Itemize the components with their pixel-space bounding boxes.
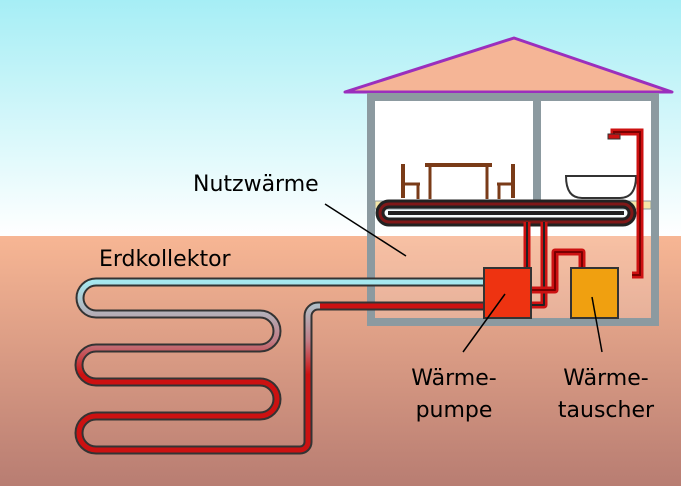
label-nutzwaerme: Nutzwärme xyxy=(193,172,319,197)
label-waermepumpe-line1: Wärme- xyxy=(411,366,496,391)
floor-heating-coil xyxy=(375,199,637,227)
label-waermetauscher-line1: Wärme- xyxy=(563,366,648,391)
roof xyxy=(343,36,674,94)
leader-nutzwaerme xyxy=(324,203,407,257)
leader-waermepumpe xyxy=(462,293,506,353)
ground-collector-fill xyxy=(76,279,484,453)
label-erdkollektor: Erdkollektor xyxy=(99,247,232,272)
label-waermetauscher-line2: tauscher xyxy=(558,398,655,423)
dining-furniture xyxy=(401,163,515,199)
heat-pump xyxy=(483,267,532,319)
label-waermepumpe-line2: pumpe xyxy=(416,398,493,423)
leader-waermetauscher xyxy=(591,296,603,353)
shower-head xyxy=(607,133,621,140)
house xyxy=(367,93,659,209)
room-upper-left xyxy=(367,93,541,209)
shower-pipe-core xyxy=(613,131,641,276)
bathtub xyxy=(564,175,638,199)
